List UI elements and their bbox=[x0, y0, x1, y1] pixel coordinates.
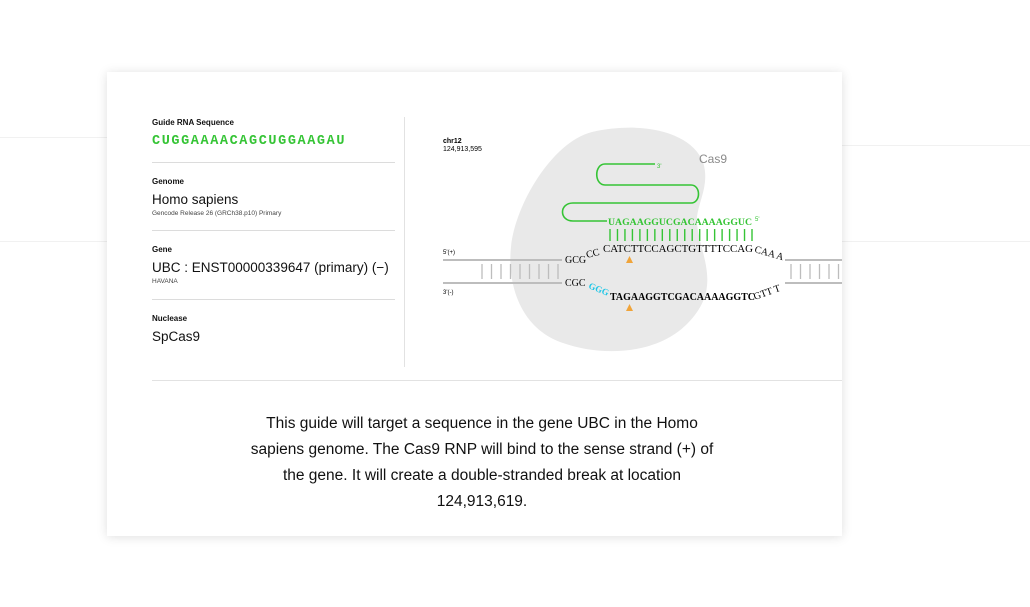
guide-card: Guide RNA Sequence CUGGAAAACAGCUGGAAGAU … bbox=[107, 72, 842, 536]
dna-left-duplex bbox=[443, 259, 562, 284]
chromosome-position: 124,913,595 bbox=[443, 146, 482, 153]
nuclease-value: SpCas9 bbox=[152, 329, 201, 344]
genome-value: Homo sapiens bbox=[152, 192, 239, 207]
top-flank-bases: GCG bbox=[565, 255, 586, 266]
gene-value: UBC : ENST00000339647 (primary) (−) bbox=[152, 260, 389, 275]
cas9-binding-diagram: chr12 124,913,595 Cas9 3' UAGAAGGUCGACAA… bbox=[443, 127, 842, 352]
minus-strand-label: 3'(-) bbox=[443, 290, 453, 296]
complement-strand-sequence: TAGAAGGTCGACAAAAGGTC bbox=[610, 292, 755, 303]
plus-strand-label: 5'(+) bbox=[443, 250, 455, 256]
guide-rna-scaffold bbox=[561, 163, 700, 222]
rna-3prime-label: 3' bbox=[657, 164, 661, 170]
top-arc-bases: CC bbox=[585, 247, 601, 261]
base-pair-ticks bbox=[609, 229, 753, 241]
rna-spacer-sequence: UAGAAGGUCGACAAAAGGUC bbox=[608, 218, 752, 228]
divider bbox=[152, 299, 395, 300]
target-strand-sequence: CATCTTCCAGCTGTTTTCCAG bbox=[603, 244, 753, 255]
guide-summary-text: This guide will target a sequence in the… bbox=[250, 415, 714, 510]
cut-site-marker-bottom bbox=[626, 304, 633, 311]
guide-rna-label: Guide RNA Sequence bbox=[152, 118, 234, 127]
vertical-divider bbox=[404, 117, 405, 367]
bottom-right-bases: GTT T bbox=[752, 283, 782, 303]
bottom-flank-bases: CGC bbox=[565, 278, 586, 289]
divider bbox=[152, 162, 395, 163]
divider bbox=[152, 230, 395, 231]
dna-right-duplex bbox=[785, 259, 842, 284]
genome-label: Genome bbox=[152, 177, 185, 186]
horizontal-divider bbox=[152, 380, 842, 381]
gene-label: Gene bbox=[152, 245, 173, 254]
nuclease-label: Nuclease bbox=[152, 314, 188, 323]
genome-release: Gencode Release 26 (GRCh38.p10) Primary bbox=[152, 210, 282, 217]
cas9-label: Cas9 bbox=[699, 152, 727, 166]
rna-5prime-label: 5' bbox=[755, 217, 759, 223]
gene-source: HAVANA bbox=[152, 278, 178, 285]
cas9-protein-shape bbox=[510, 127, 708, 352]
cut-site-marker-top bbox=[626, 256, 633, 263]
chromosome-label: chr12 bbox=[443, 138, 462, 145]
top-right-bases: CAA A bbox=[753, 244, 785, 263]
guide-rna-sequence: CUGGAAAACAGCUGGAAGAU bbox=[152, 134, 347, 149]
